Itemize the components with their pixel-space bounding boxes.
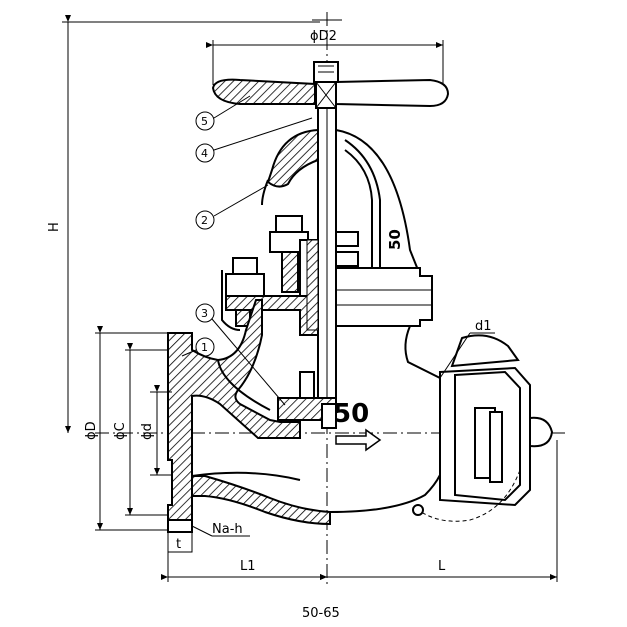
callout-5: 5 bbox=[195, 95, 251, 131]
label-n-h: Na-h bbox=[212, 522, 243, 537]
bonnet bbox=[261, 128, 441, 379]
label-L: L bbox=[438, 559, 446, 574]
dimension-L: L bbox=[320, 440, 558, 582]
dimension-t: t bbox=[167, 531, 193, 553]
stem bbox=[317, 108, 337, 405]
caption: 50-65 bbox=[302, 606, 340, 621]
handwheel bbox=[211, 61, 450, 109]
svg-text:3: 3 bbox=[201, 307, 208, 320]
outlet-cap bbox=[412, 334, 554, 522]
callout-3: 3 bbox=[195, 303, 286, 406]
dimension-D2: ϕD2 bbox=[206, 29, 444, 85]
svg-text:4: 4 bbox=[201, 147, 208, 160]
callout-1: 1 bbox=[181, 337, 215, 357]
label-D: ϕD bbox=[84, 421, 99, 440]
label-t: t bbox=[176, 537, 181, 552]
body-marking-small: 50 bbox=[386, 229, 404, 250]
label-d1: d1 bbox=[475, 319, 492, 334]
dimension-d1: d1 bbox=[439, 319, 495, 379]
disc-seat bbox=[277, 371, 337, 429]
label-L1: L1 bbox=[240, 559, 256, 574]
flow-arrow bbox=[335, 428, 382, 452]
dimension-L1: L1 bbox=[161, 552, 327, 582]
dimension-D: ϕD bbox=[84, 326, 168, 531]
svg-text:2: 2 bbox=[201, 214, 208, 227]
dimension-d: ϕd bbox=[140, 385, 172, 476]
svg-text:5: 5 bbox=[201, 115, 208, 128]
svg-text:1: 1 bbox=[201, 341, 208, 354]
dimension-C: ϕC bbox=[113, 343, 168, 516]
callout-4: 4 bbox=[195, 117, 313, 163]
gland-bolt-lower bbox=[221, 257, 319, 336]
packing bbox=[306, 239, 319, 331]
callout-2: 2 bbox=[195, 184, 269, 230]
dimension-n-h: Na-h bbox=[167, 519, 250, 537]
label-d: ϕd bbox=[140, 423, 155, 440]
label-H: H bbox=[47, 222, 62, 232]
label-C: ϕC bbox=[113, 422, 128, 440]
dimension-H: H bbox=[47, 15, 320, 433]
label-D2: ϕD2 bbox=[310, 29, 337, 44]
body-marking-large: 50 bbox=[333, 399, 369, 429]
